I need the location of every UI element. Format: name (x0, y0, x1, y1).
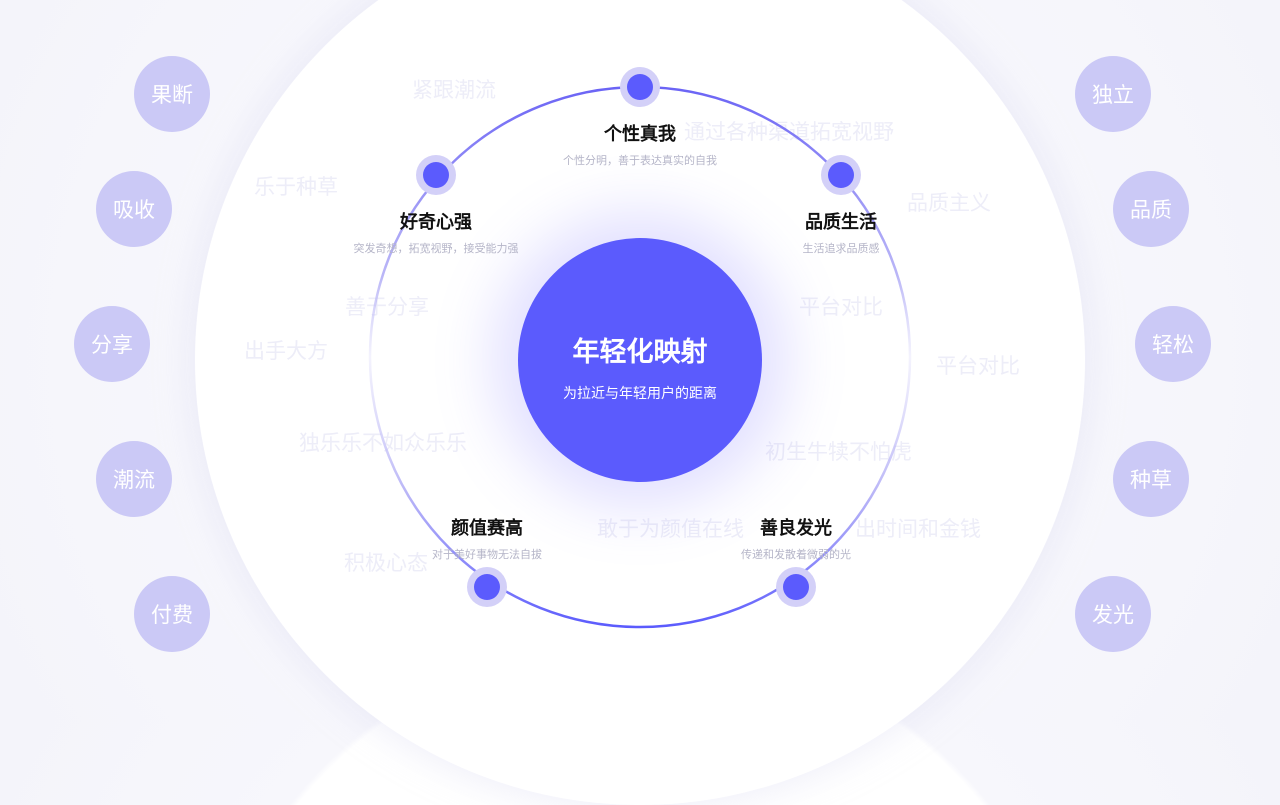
ghost-phrase: 敢于为颜值在线 (597, 517, 744, 541)
node-title: 颜值赛高 (451, 518, 523, 539)
left-tag: 吸收 (96, 171, 172, 247)
ghost-phrase: 出时间和金钱 (855, 517, 981, 541)
node-desc: 传递和发散着微弱的光 (741, 548, 851, 561)
node-label: 颜值赛高对于美好事物无法自拔 (432, 514, 542, 562)
left-tag: 果断 (134, 56, 210, 132)
left-tag: 潮流 (96, 441, 172, 517)
center-subtitle: 为拉近与年轻用户的距离 (563, 386, 717, 402)
node-label: 好奇心强突发奇想，拓宽视野，接受能力强 (354, 208, 519, 256)
node-title: 好奇心强 (400, 212, 472, 233)
node-dot (474, 574, 500, 600)
ghost-phrase: 积极心态 (344, 551, 428, 575)
node-label: 个性真我个性分明，善于表达真实的自我 (563, 120, 717, 168)
left-tag: 分享 (74, 306, 150, 382)
node-label: 善良发光传递和发散着微弱的光 (741, 514, 851, 562)
node-desc: 生活追求品质感 (802, 242, 880, 255)
node-desc: 个性分明，善于表达真实的自我 (563, 154, 717, 167)
ghost-phrase: 出手大方 (244, 339, 328, 363)
right-tag: 轻松 (1135, 306, 1211, 382)
left-tag: 付费 (134, 576, 210, 652)
ghost-phrase: 紧跟潮流 (412, 78, 496, 102)
node-title: 品质生活 (805, 212, 877, 233)
node-label: 品质生活生活追求品质感 (803, 208, 880, 256)
ghost-phrase: 初生牛犊不怕虎 (765, 440, 912, 464)
right-tag: 独立 (1075, 56, 1151, 132)
node-dot (627, 74, 653, 100)
node-title: 善良发光 (760, 518, 832, 539)
node-title: 个性真我 (604, 124, 676, 145)
node-dot (783, 574, 809, 600)
right-tag: 发光 (1075, 576, 1151, 652)
center-title: 年轻化映射 (572, 337, 708, 368)
node-dot (423, 162, 449, 188)
right-tag: 品质 (1113, 171, 1189, 247)
ghost-phrase: 平台对比 (936, 354, 1020, 378)
right-tag: 种草 (1113, 441, 1189, 517)
node-desc: 突发奇想，拓宽视野，接受能力强 (353, 242, 519, 255)
ghost-phrase: 乐于种草 (254, 175, 338, 199)
ghost-phrase: 平台对比 (799, 295, 883, 319)
orbit-diagram (368, 67, 912, 629)
node-desc: 对于美好事物无法自拔 (432, 548, 542, 561)
ghost-phrase: 品质主义 (907, 191, 991, 215)
center-circle: 年轻化映射 为拉近与年轻用户的距离 (518, 238, 762, 482)
ghost-phrase: 善于分享 (345, 295, 429, 319)
node-dot (828, 162, 854, 188)
